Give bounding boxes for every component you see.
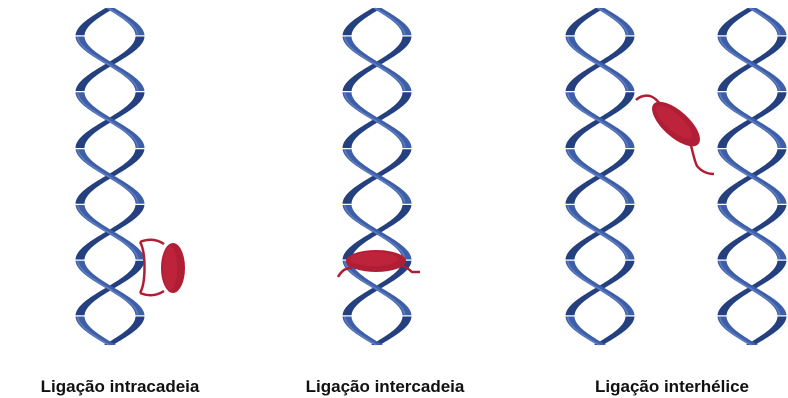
label-intrastrand: Ligação intracadeia xyxy=(41,377,200,396)
dna-helix-interhelix-right xyxy=(718,8,787,345)
dna-helix-intrastrand xyxy=(76,8,145,345)
dna-helix-interhelix-left xyxy=(566,8,635,345)
dna-helix-interstrand xyxy=(343,8,412,345)
intrastrand-adduct-icon xyxy=(140,240,185,295)
label-interstrand: Ligação intercadeia xyxy=(306,377,465,396)
label-interhelix: Ligação interhélice xyxy=(595,377,749,396)
interhelix-adduct-icon xyxy=(636,94,714,174)
